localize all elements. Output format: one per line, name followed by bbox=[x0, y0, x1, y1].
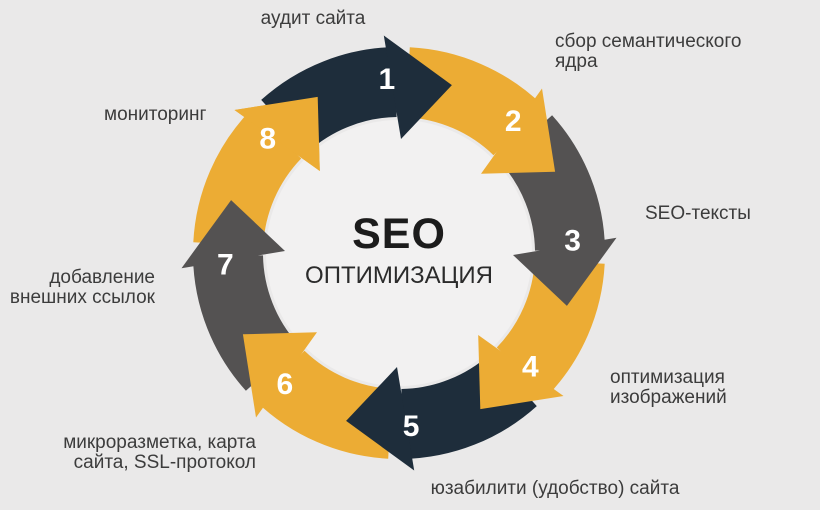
step-number-1: 1 bbox=[379, 63, 396, 96]
step-arrow-head-8-overlay bbox=[234, 96, 320, 171]
step-arrow-head-3 bbox=[513, 237, 617, 306]
inner-circle bbox=[266, 120, 532, 386]
step-number-5: 5 bbox=[403, 410, 420, 443]
step-label-8: мониторинг bbox=[104, 104, 207, 125]
step-number-6: 6 bbox=[276, 368, 293, 401]
title-main: SEO bbox=[352, 210, 446, 258]
step-label-3: SEO-тексты bbox=[645, 203, 751, 224]
step-arrow-body-8 bbox=[193, 109, 302, 246]
step-label-7: добавление внешних ссылок bbox=[9, 267, 155, 308]
step-label-4: оптимизация изображений bbox=[610, 367, 727, 408]
step-arrow-head-6 bbox=[242, 332, 317, 418]
step-label-5: юзабилити (удобство) сайта bbox=[430, 478, 680, 499]
step-number-3: 3 bbox=[564, 224, 581, 257]
diagram-title: SEO ОПТИМИЗАЦИЯ bbox=[299, 213, 499, 290]
step-arrow-body-4 bbox=[496, 260, 605, 397]
step-number-7: 7 bbox=[217, 249, 234, 282]
step-arrow-head-7 bbox=[181, 200, 285, 269]
step-label-1: аудит сайта bbox=[260, 8, 366, 29]
step-number-2: 2 bbox=[505, 105, 522, 138]
step-arrow-head-1 bbox=[383, 35, 452, 139]
title-sub: ОПТИМИЗАЦИЯ bbox=[305, 262, 493, 289]
step-label-2: сбор семантического ядра bbox=[555, 31, 742, 72]
step-arrow-head-4 bbox=[478, 335, 564, 410]
step-arrow-head-5 bbox=[346, 367, 415, 471]
step-arrow-body-2 bbox=[406, 47, 543, 156]
step-label-6: микроразметка, карта сайта, SSL-протокол bbox=[63, 432, 256, 473]
step-arrow-head-2 bbox=[481, 88, 556, 174]
step-number-4: 4 bbox=[522, 351, 539, 384]
step-number-8: 8 bbox=[259, 122, 276, 155]
step-arrow-body-6 bbox=[255, 350, 392, 459]
